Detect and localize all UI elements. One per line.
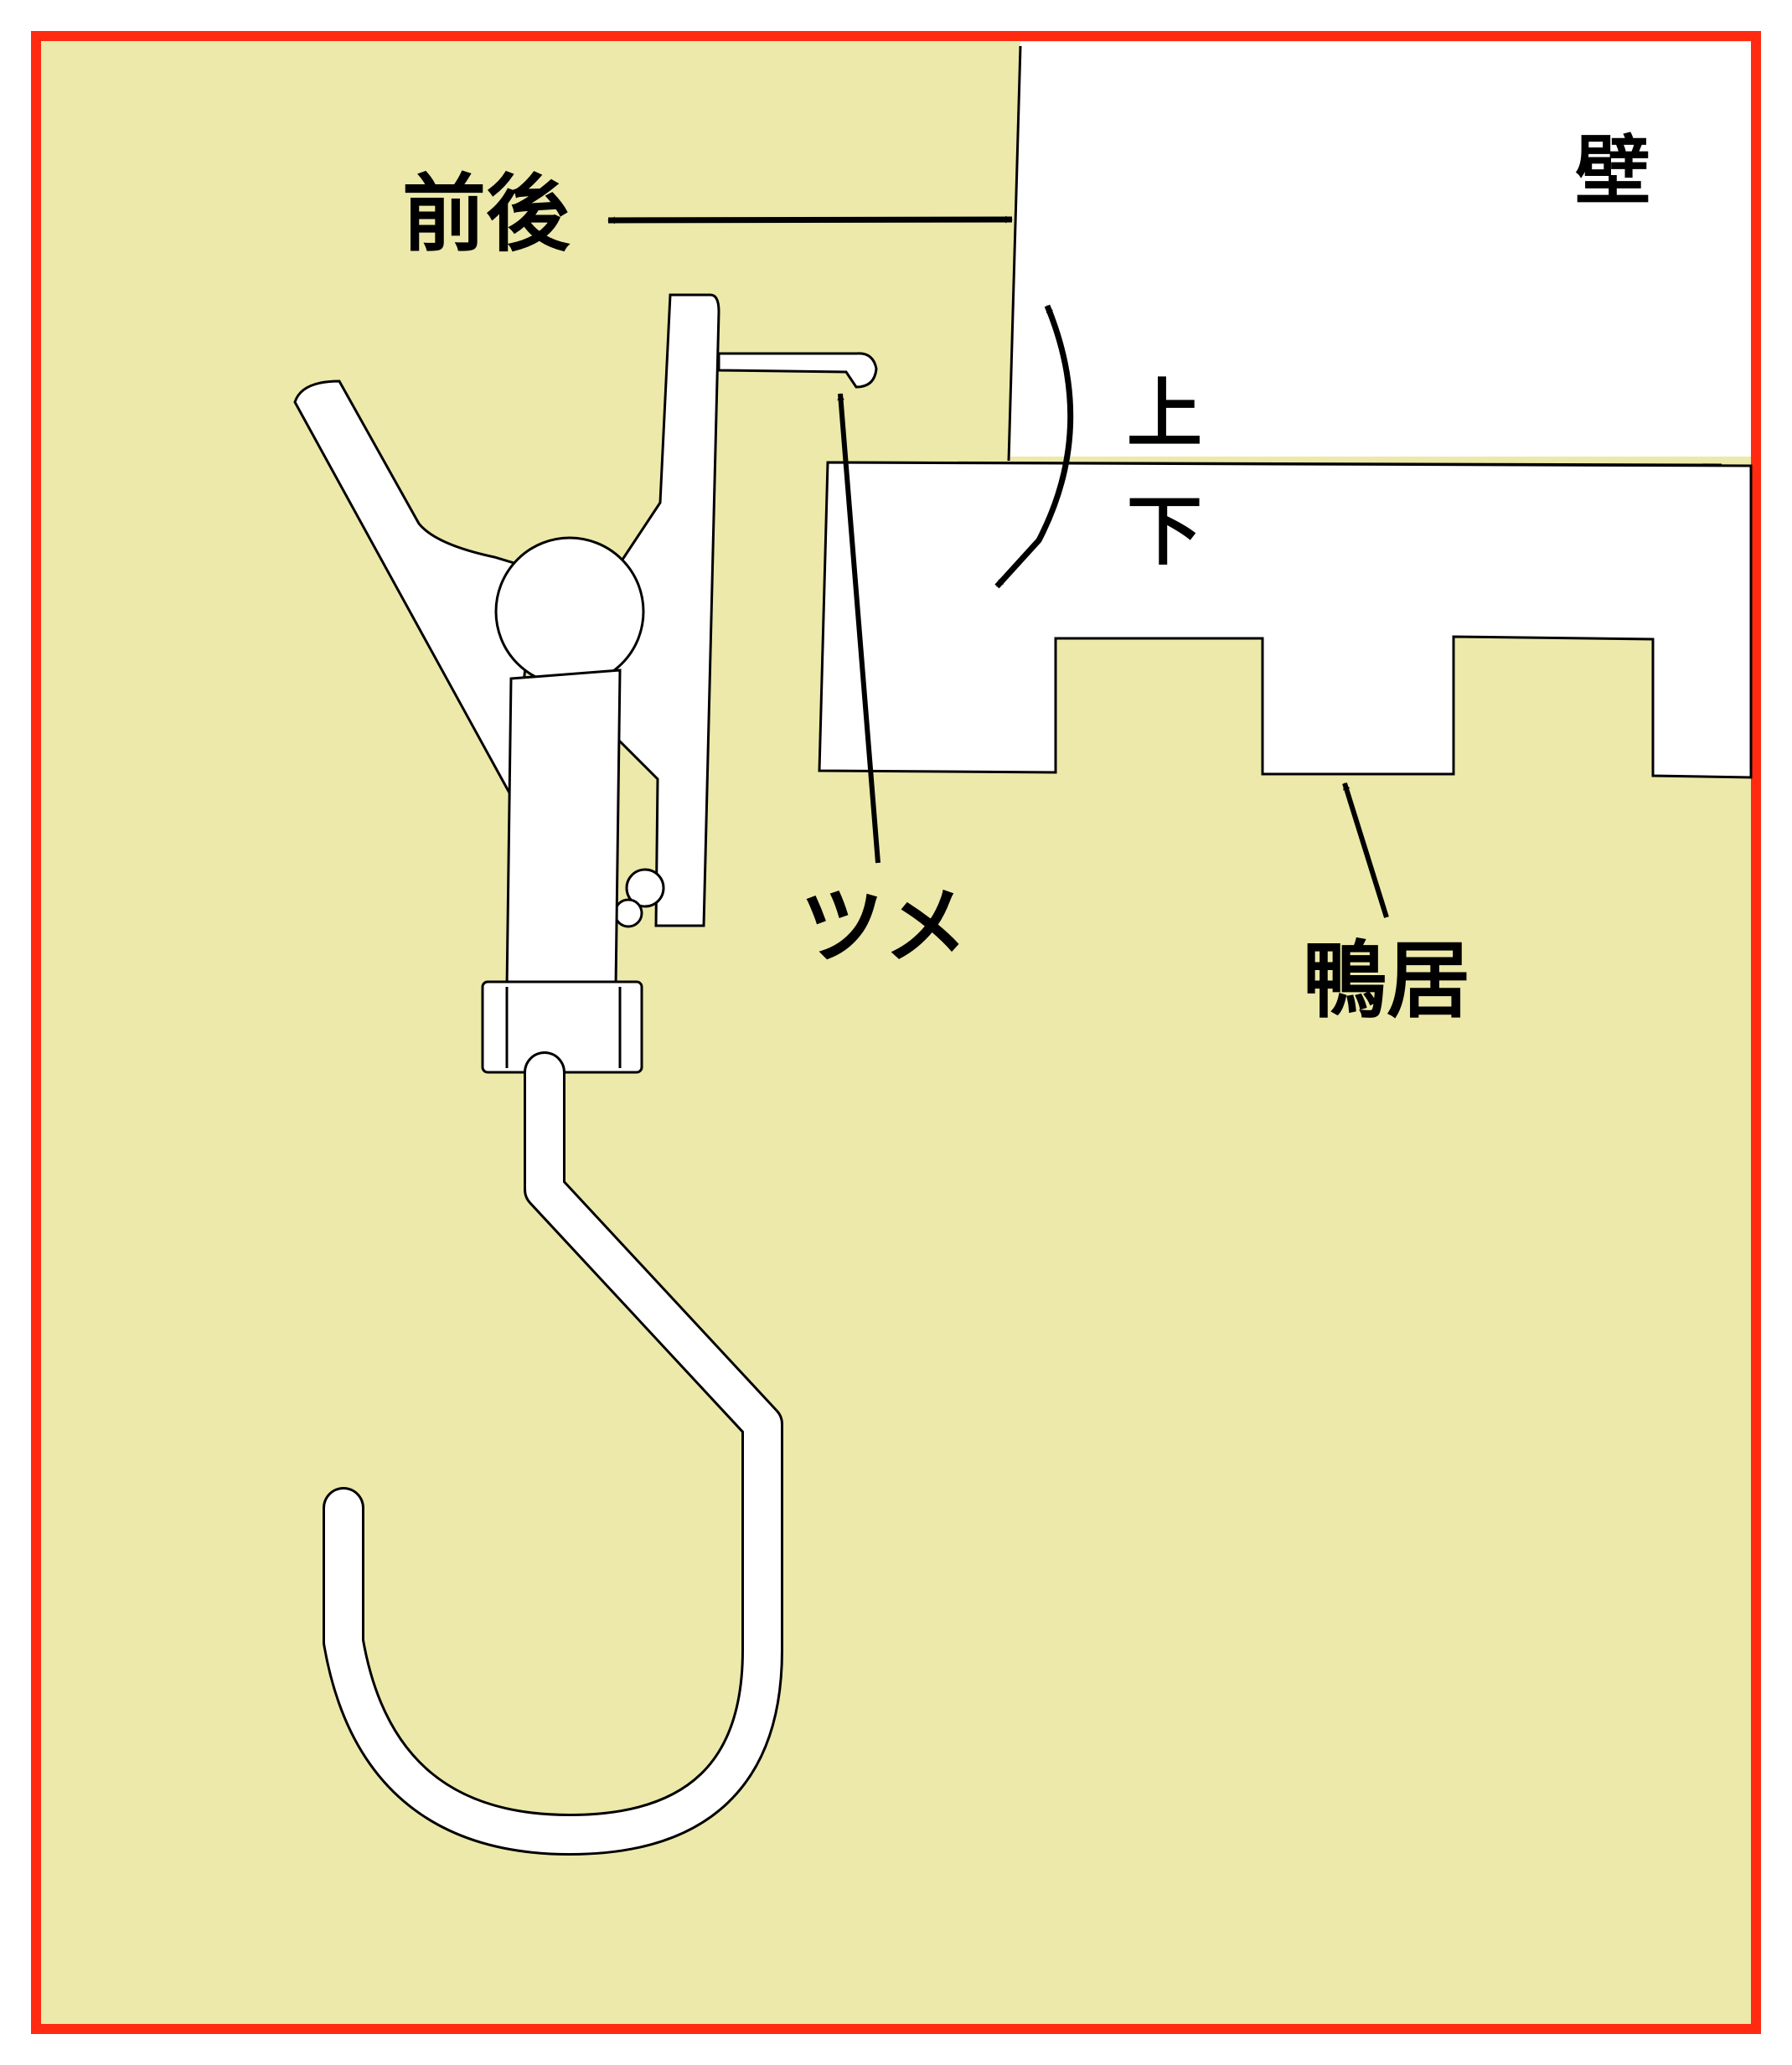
kamoi-pointer-arrow [1342,782,1389,918]
clip-lever [293,379,538,800]
front-back-label: 前後 [402,165,571,263]
up-label: 上 [1127,370,1202,458]
front-back-arrow [607,215,1013,225]
down-label: 下 [1127,488,1202,576]
up-down-arrow [994,304,1074,589]
claw-label: ツメ [800,877,968,975]
pivot-knob [494,536,645,687]
rivet [625,868,665,908]
claw-pointer-arrow [837,393,881,864]
red-frame [31,31,1761,2034]
wall-area [1010,42,1751,457]
wall-label: 壁 [1575,127,1650,215]
j-hook [325,1054,781,1853]
hook-body [505,669,622,990]
kamoi-label: 鴨居 [1303,932,1470,1030]
claw-pin [717,352,878,389]
rivet [613,898,643,928]
